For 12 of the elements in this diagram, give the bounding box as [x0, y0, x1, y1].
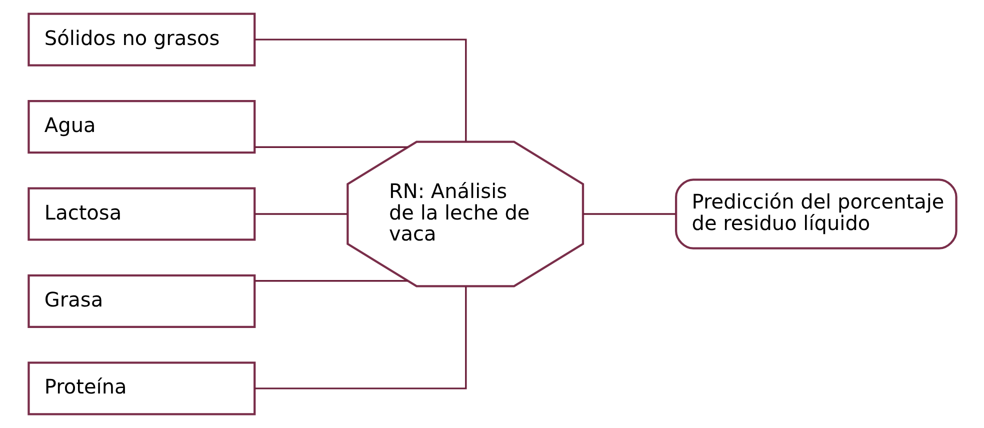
connector — [582, 213, 676, 215]
node-box: Predicción del porcentaje de residuo líquido — [674, 178, 957, 250]
connector — [254, 146, 408, 148]
node-box: Grasa — [27, 274, 256, 328]
node-box: Agua — [27, 100, 256, 154]
connector — [254, 286, 466, 390]
node-box: Lactosa — [27, 187, 256, 241]
connector — [254, 213, 347, 215]
connector — [254, 280, 408, 282]
connector — [254, 38, 466, 142]
node-box: Proteína — [27, 362, 256, 416]
node-box: Sólidos no grasos — [27, 12, 256, 66]
